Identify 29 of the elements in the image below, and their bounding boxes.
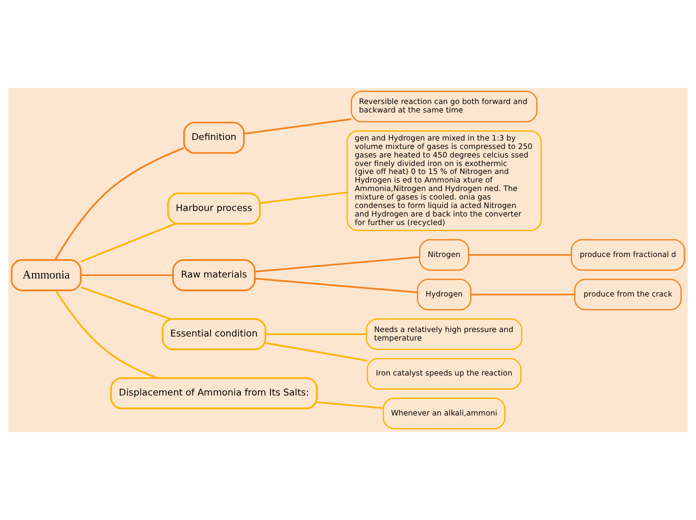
- node-box: Iron catalyst speeds up the reaction: [366, 358, 522, 390]
- node-box: produce from the crack: [574, 278, 682, 310]
- connector: [80, 223, 176, 262]
- node-box: Hydrogen: [416, 278, 472, 310]
- connector: [81, 274, 173, 276]
- node-box: Reversible reaction can go both forward and backward at the same time: [350, 90, 538, 122]
- node-box: Displacement of Ammonia from Its Salts:: [110, 377, 318, 410]
- connector: [254, 256, 420, 272]
- node-box: gen and Hydrogen are mixed in the 1:3 by volume mixture of gases is compressed to 250 gases are heated to 450 degrees celcius ssed over finely divided iron on is exothermic (give off heat) 0 to 15 % of Nitrogen and Hydrogen is ed to Ammonia xture of Ammonia,Nitrogen and Hydrogen ned. The mixture of gases is cooled. onia gas condenses to form liquid ia acted Nitrogen and Hydrogen are d back into the converter for further us (recycled): [346, 130, 542, 232]
- connector: [80, 286, 171, 320]
- node-box: Harbour process: [167, 192, 261, 225]
- connector: [244, 118, 352, 135]
- node-box: Nitrogen: [419, 239, 470, 271]
- node-box: Needs a relatively high pressure and temperature: [366, 318, 522, 350]
- node-box: Whenever an alkali,ammoni: [382, 398, 506, 430]
- connector: [260, 192, 348, 204]
- connector: [468, 254, 572, 256]
- connector: [316, 401, 384, 409]
- node-box: Definition: [183, 122, 245, 154]
- connector: [265, 342, 368, 362]
- node-box: produce from fractional d: [570, 239, 686, 271]
- node-box: Raw materials: [172, 259, 256, 292]
- connector: [55, 290, 158, 379]
- connector: [254, 278, 418, 294]
- connector: [471, 294, 575, 296]
- connector: [54, 147, 184, 260]
- node-box: Ammonia: [10, 259, 82, 292]
- connector: [266, 333, 366, 336]
- node-box: Essential condition: [162, 318, 266, 350]
